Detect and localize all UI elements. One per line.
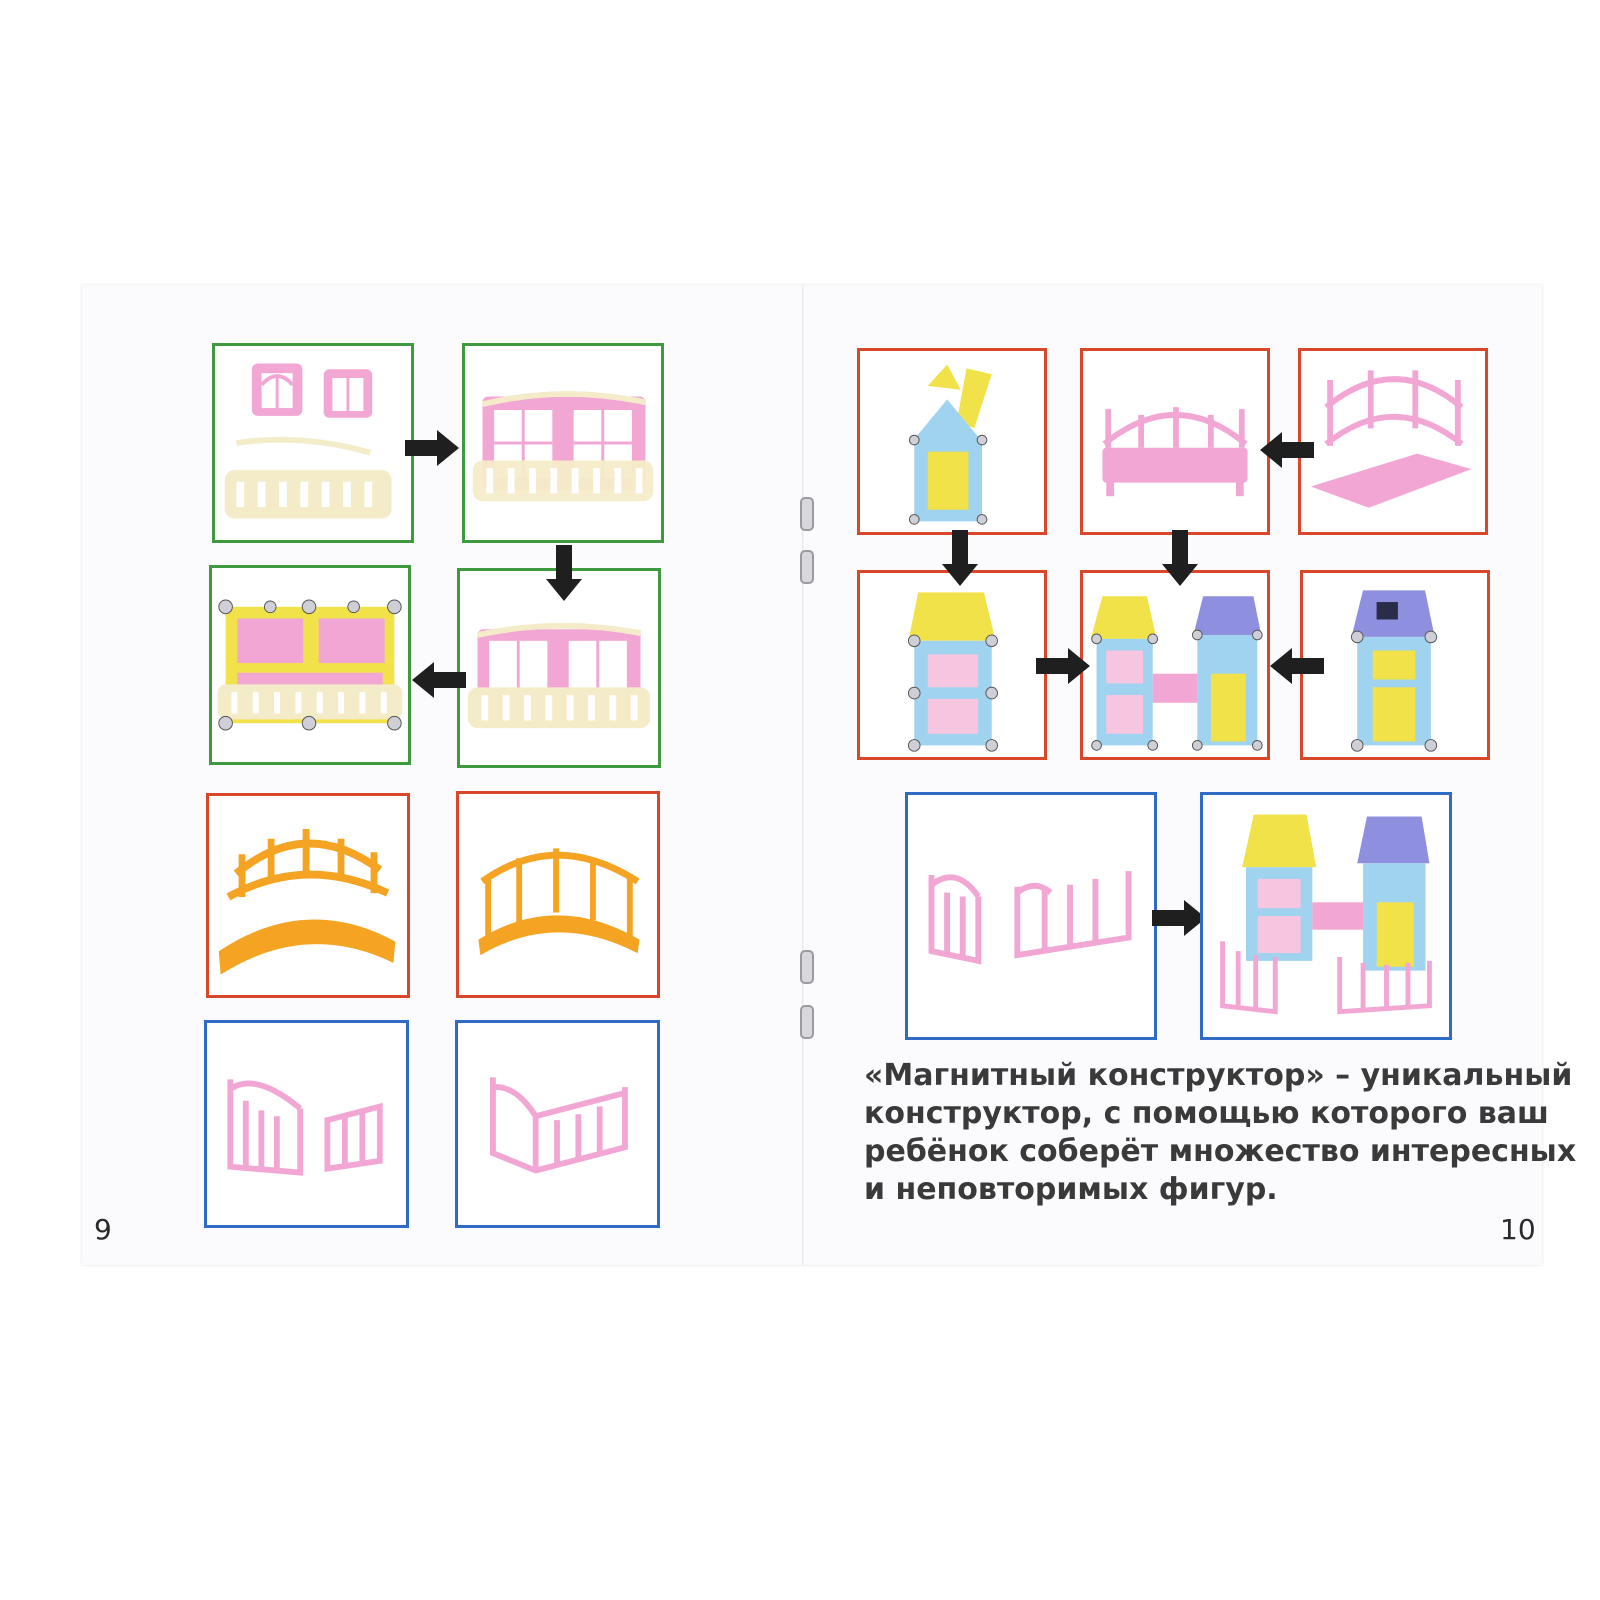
staple-bottom-1 bbox=[800, 950, 814, 984]
step-frame-fence-parts bbox=[204, 1020, 409, 1228]
page-number-left: 9 bbox=[94, 1213, 112, 1246]
step-frame-bridge-parts bbox=[206, 793, 410, 998]
booklet-spine bbox=[802, 285, 804, 1265]
final-house-illustration bbox=[1220, 814, 1432, 1015]
arrow-left-icon bbox=[1270, 648, 1324, 684]
arrow-right-icon bbox=[1036, 648, 1090, 684]
bridge-parts-illustration bbox=[218, 829, 396, 975]
fence-assembled-illustration bbox=[490, 1077, 628, 1174]
arrow-right-icon bbox=[405, 430, 459, 466]
staple-top-2 bbox=[800, 550, 814, 584]
arrow-down-icon bbox=[546, 545, 582, 601]
step-frame-tower-parts bbox=[857, 348, 1047, 535]
caption-line: «Магнитный конструктор» – уникальный bbox=[864, 1058, 1573, 1093]
assembled-building-illustration bbox=[217, 599, 403, 731]
fence-parts-illustration bbox=[227, 1079, 383, 1176]
windows-railing-parts-illustration bbox=[224, 363, 392, 519]
staple-bottom-2 bbox=[800, 1005, 814, 1039]
description-caption: «Магнитный конструктор» – уникальный кон… bbox=[864, 1057, 1577, 1209]
yellow-tower-illustration bbox=[907, 592, 998, 752]
purple-tower-illustration bbox=[1350, 590, 1438, 752]
step-frame-two-towers-bridge bbox=[1080, 570, 1270, 760]
wall-railing-illustration-2 bbox=[467, 622, 651, 729]
caption-line: и неповторимых фигур. bbox=[864, 1172, 1278, 1207]
arrow-left-icon bbox=[412, 662, 466, 698]
bridge-assembled-illustration bbox=[478, 848, 640, 956]
step-frame-wall-with-railing bbox=[462, 343, 664, 543]
step-frame-final-house bbox=[1200, 792, 1452, 1040]
wall-railing-illustration bbox=[472, 391, 654, 502]
pink-bridge-parts-illustration bbox=[1310, 370, 1472, 508]
caption-line: ребёнок соберёт множество интересных bbox=[864, 1134, 1577, 1169]
step-frame-wall-with-railing-2 bbox=[457, 568, 661, 768]
arrow-down-icon bbox=[942, 530, 978, 586]
arrow-down-icon bbox=[1162, 530, 1198, 586]
tower-parts-illustration bbox=[908, 364, 992, 525]
pink-bridge-illustration bbox=[1102, 407, 1248, 497]
step-frame-yellow-tower bbox=[857, 570, 1047, 760]
page-number-right: 10 bbox=[1500, 1213, 1536, 1246]
step-frame-windows-and-railing bbox=[212, 343, 414, 543]
step-frame-assembled-building bbox=[209, 565, 411, 765]
step-frame-pink-bridge-parts bbox=[1298, 348, 1488, 535]
caption-line: конструктор, с помощью которого ваш bbox=[864, 1096, 1549, 1131]
arrow-right-icon bbox=[1152, 900, 1206, 936]
staple-top-1 bbox=[800, 497, 814, 531]
step-frame-pink-bridge-assembled bbox=[1080, 348, 1270, 535]
step-frame-purple-tower bbox=[1300, 570, 1490, 760]
step-frame-bridge-assembled bbox=[456, 791, 660, 998]
two-towers-bridge-illustration bbox=[1090, 596, 1263, 751]
fence-pieces-illustration bbox=[928, 871, 1132, 965]
step-frame-fence-assembled bbox=[455, 1020, 660, 1228]
step-frame-fence-pieces bbox=[905, 792, 1157, 1040]
arrow-left-icon bbox=[1260, 432, 1314, 468]
